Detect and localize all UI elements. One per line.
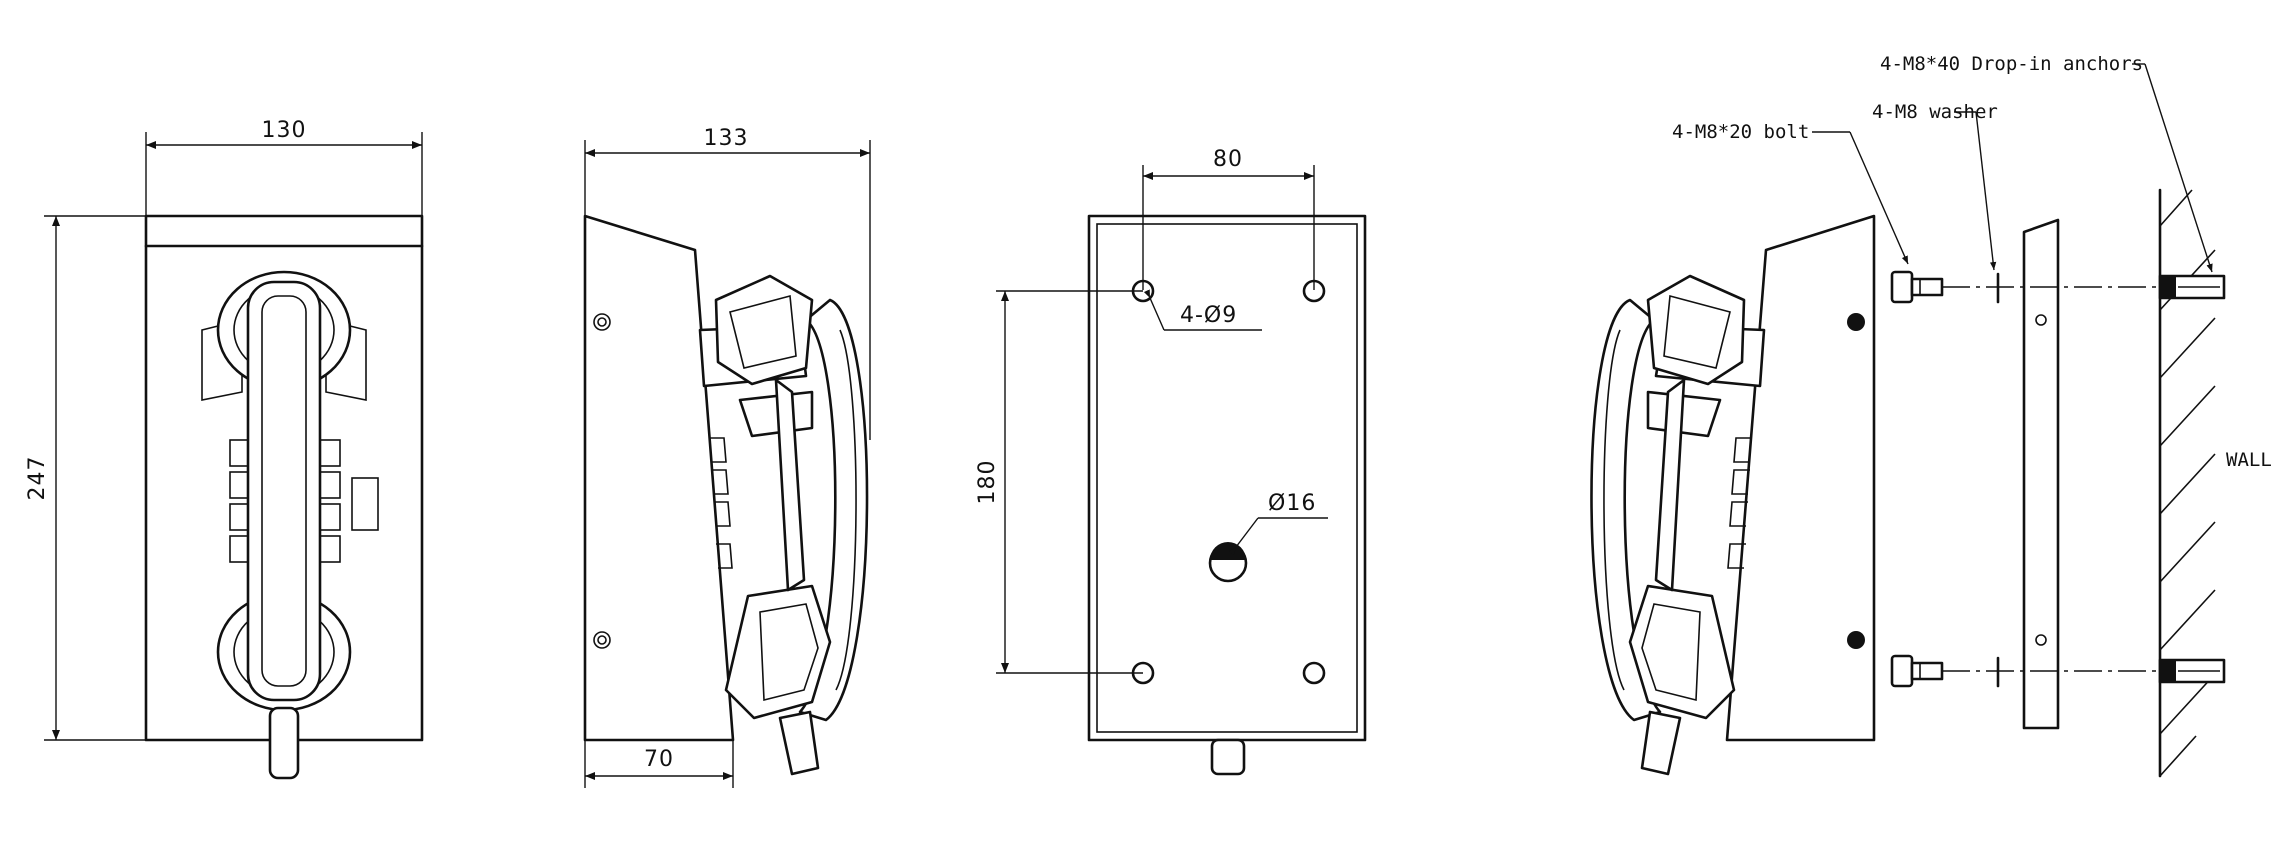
front-width-dimension: 130 <box>145 118 423 215</box>
bolt-callout: 4-M8*20 bolt <box>1672 121 1909 265</box>
install-phone <box>1590 214 1876 776</box>
side-housing <box>583 214 735 742</box>
installation-view: 4-M8*40 Drop-in anchors 4-M8 washer 4-M8… <box>1590 53 2272 778</box>
side-top-label: 133 <box>704 126 749 151</box>
mounting-hole <box>1131 661 1155 685</box>
front-view: 130 247 <box>25 118 424 780</box>
mounting-hole <box>1131 279 1155 303</box>
washer-callout: 4-M8 washer <box>1872 101 1998 271</box>
front-cord-stub <box>268 706 300 780</box>
back-hole-leader: 4-Ø9 <box>1143 289 1262 331</box>
bolt-bottom <box>1890 654 1944 688</box>
back-center-hole: Ø16 <box>1208 491 1328 583</box>
anchor-top <box>2158 274 2226 300</box>
side-keypad <box>710 437 733 569</box>
back-view: 80 180 4-Ø9 Ø16 <box>975 147 1367 776</box>
anchors-label: 4-M8*40 Drop-in anchors <box>1880 53 2143 75</box>
front-handset <box>216 270 352 780</box>
bolt-label: 4-M8*20 bolt <box>1672 121 1809 143</box>
side-handset <box>714 274 869 776</box>
mounting-hole <box>1302 279 1326 303</box>
back-hole-label: 4-Ø9 <box>1180 303 1237 328</box>
side-view: 133 70 <box>583 126 871 788</box>
install-housing <box>1725 214 1876 742</box>
front-width-label: 130 <box>262 118 307 143</box>
back-center-hole-label: Ø16 <box>1268 491 1316 516</box>
anchors-callout: 4-M8*40 Drop-in anchors <box>1880 53 2213 273</box>
anchor-bottom <box>2158 658 2226 684</box>
mounting-hole <box>1302 661 1326 685</box>
back-hole-spacing-dimension: 80 <box>1142 147 1315 290</box>
wall-label: WALL <box>2226 449 2272 471</box>
front-height-label: 247 <box>25 456 50 501</box>
front-height-dimension: 247 <box>25 215 146 741</box>
back-hole-spacing-label: 80 <box>1213 147 1243 172</box>
back-vertical-dimension: 180 <box>975 290 1143 674</box>
front-indicator <box>351 477 379 531</box>
back-cord-stub <box>1210 738 1246 776</box>
side-base-dimension: 70 <box>584 740 734 788</box>
washer-label: 4-M8 washer <box>1872 101 1998 123</box>
side-base-label: 70 <box>644 747 674 772</box>
side-cord-stub <box>778 710 820 776</box>
back-vertical-label: 180 <box>975 460 1000 505</box>
side-top-dimension: 133 <box>584 126 871 440</box>
bolt-top <box>1890 270 1944 304</box>
mounting-plate <box>2022 218 2060 730</box>
